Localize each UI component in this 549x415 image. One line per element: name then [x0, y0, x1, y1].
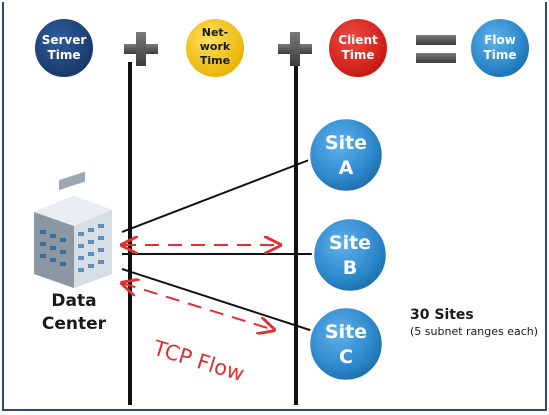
site-a-line1: Site: [325, 132, 367, 154]
server-time-line2: Time: [48, 48, 81, 62]
server-time-line1: Server: [42, 33, 87, 47]
site-b-line2: B: [343, 257, 357, 279]
site-c-node: Site C: [307, 305, 385, 383]
data-center-label-line2: Center: [42, 314, 107, 334]
network-time-line1: Net-: [202, 26, 229, 39]
server-time-circle: Server Time: [33, 17, 95, 79]
connection-line-site-a: [121, 154, 323, 233]
tcp-flow-label: TCP Flow: [150, 336, 247, 387]
server-building-icon: [34, 171, 112, 288]
equals-operator: [416, 35, 456, 63]
plus-operator-2: [278, 32, 312, 66]
network-time-circle: Net- work Time: [184, 17, 246, 79]
diagram-frame: Server Time Net- work Time Client Time: [2, 2, 547, 411]
site-b-node: Site B: [311, 216, 389, 294]
site-b-line1: Site: [329, 232, 371, 254]
plus-operator-1: [124, 32, 158, 66]
flow-time-circle: Flow Time: [469, 17, 531, 79]
sites-count-subtitle: (5 subnet ranges each): [410, 325, 538, 338]
network-time-line2: work: [200, 40, 231, 53]
network-time-line3: Time: [200, 54, 230, 67]
tcp-flow-arrow-c: [122, 283, 274, 330]
flow-time-line1: Flow: [484, 33, 516, 47]
client-time-circle: Client Time: [327, 17, 389, 79]
site-a-node: Site A: [307, 116, 385, 194]
flow-time-diagram: Server Time Net- work Time Client Time: [33, 17, 538, 405]
connection-line-site-c: [121, 268, 317, 333]
site-a-line2: A: [339, 157, 354, 179]
client-time-line2: Time: [342, 48, 375, 62]
site-c-line2: C: [339, 346, 353, 368]
flow-time-line2: Time: [484, 48, 517, 62]
data-center-label-line1: Data: [51, 291, 96, 311]
client-time-line1: Client: [338, 33, 378, 47]
sites-count-title: 30 Sites: [410, 307, 474, 323]
site-c-line1: Site: [325, 321, 367, 343]
